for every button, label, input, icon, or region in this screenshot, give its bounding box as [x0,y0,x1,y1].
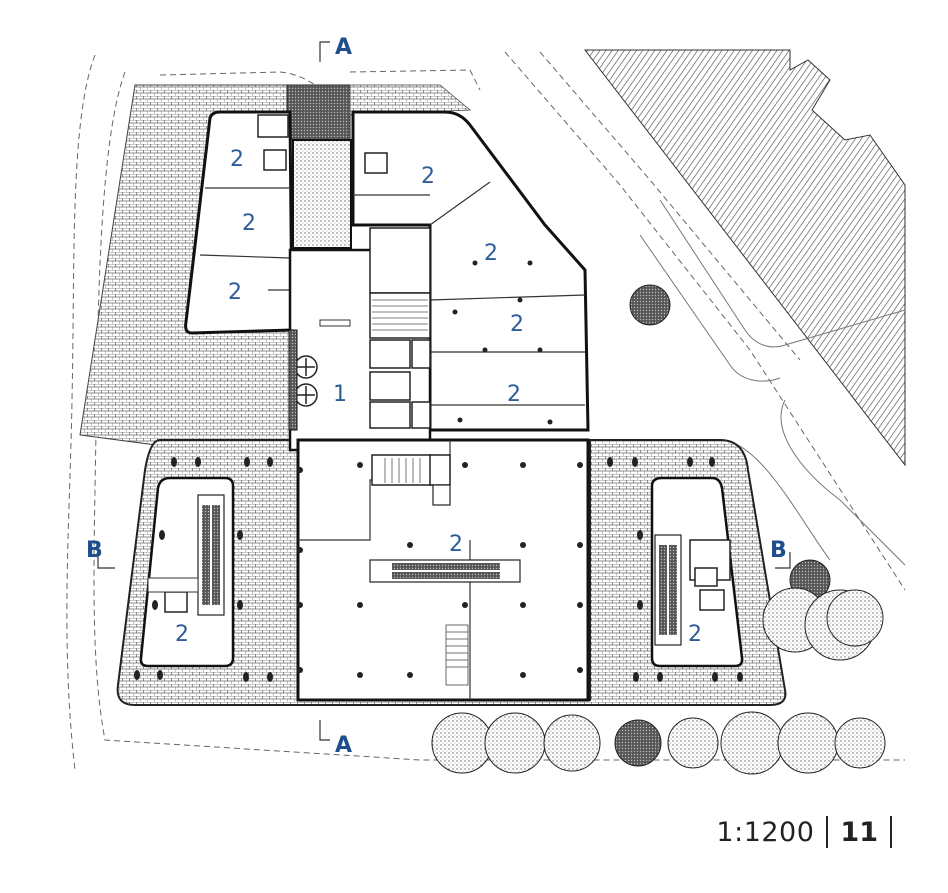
room-label-east-wing: 2 [688,622,702,647]
room-label-west-wing: 2 [175,622,189,647]
room-label-nw-3: 2 [228,280,242,305]
section-b-right: B [770,538,787,563]
room-label-core: 1 [333,382,347,407]
page-footer: 1:1200 11 [716,812,904,852]
adjacent-building-hatch [583,49,906,467]
central-escalator [369,559,521,583]
section-a-top: A [335,35,352,60]
room-label-central: 2 [449,532,463,557]
divider-left [826,816,829,848]
divider-right [890,816,892,848]
west-escalator [197,494,225,616]
room-label-ne-4: 2 [507,382,521,407]
section-a-bottom: A [335,733,352,758]
south-platform [116,439,787,706]
central-stair [445,624,469,686]
room-label-ne-2: 2 [484,241,498,266]
room-label-ne-1: 2 [421,164,435,189]
room-label-ne-3: 2 [510,312,524,337]
north-paving [349,84,472,116]
east-escalator [654,534,682,646]
page-number: 11 [840,816,878,848]
columns [297,260,583,678]
section-markers [97,41,791,741]
trees [431,284,886,775]
room-label-nw-1: 2 [230,147,244,172]
north-entrance-mat [286,84,351,141]
scale-label: 1:1200 [716,816,815,848]
light-well [292,139,352,249]
section-b-left: B [86,538,103,563]
room-label-nw-2: 2 [242,211,256,236]
